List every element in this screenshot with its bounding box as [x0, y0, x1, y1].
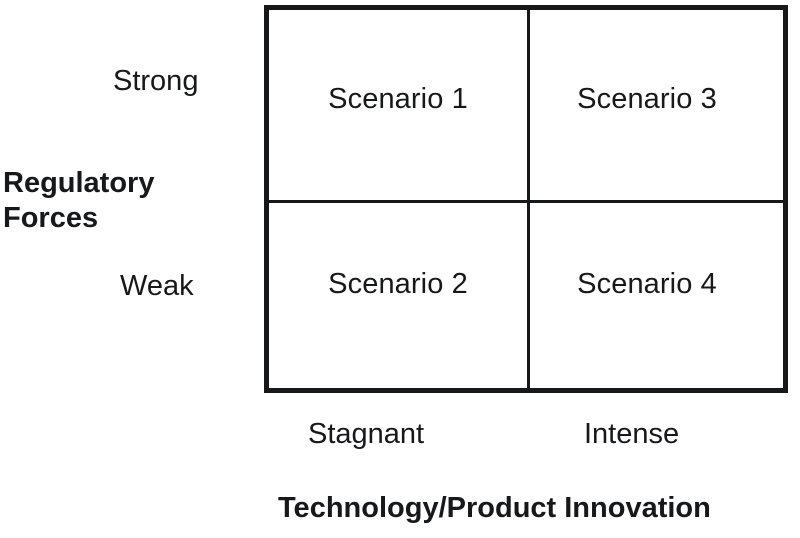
quadrant-top-left[interactable]: Scenario 1 [269, 10, 527, 200]
quadrant-label: Scenario 3 [577, 83, 717, 116]
y-axis-label-strong: Strong [113, 65, 199, 97]
vertical-divider [527, 10, 530, 388]
quadrant-top-right[interactable]: Scenario 3 [530, 10, 784, 200]
y-axis-title: Regulatory Forces [3, 167, 155, 235]
quadrant-bottom-right[interactable]: Scenario 4 [530, 203, 784, 388]
x-axis-title: Technology/Product Innovation [278, 492, 711, 524]
quadrant-label: Scenario 1 [328, 83, 468, 116]
x-axis-label-intense: Intense [584, 418, 680, 450]
quadrant-label: Scenario 4 [577, 267, 717, 300]
x-axis-label-stagnant: Stagnant [308, 418, 425, 450]
quadrant-bottom-left[interactable]: Scenario 2 [269, 203, 527, 388]
y-axis-label-weak: Weak [120, 270, 194, 302]
quadrant-label: Scenario 2 [328, 267, 468, 300]
horizontal-divider [269, 200, 783, 203]
matrix-grid: Scenario 1 Scenario 3 Scenario 2 Scenari… [264, 5, 788, 393]
